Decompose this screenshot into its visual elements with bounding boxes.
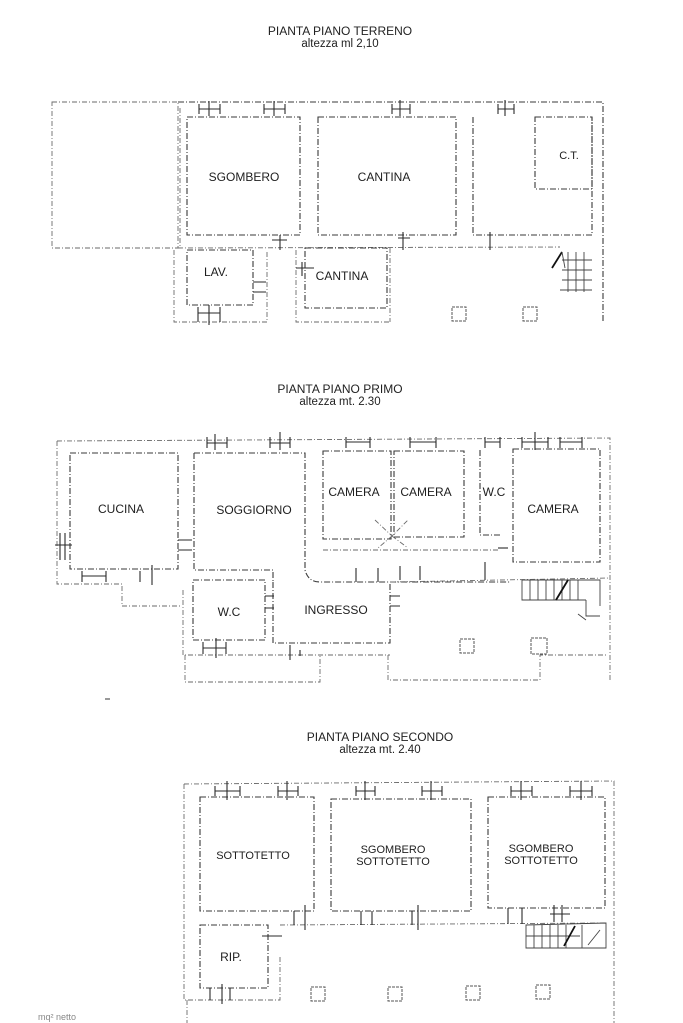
label-sgombero-sottotetto-1-line2: SOTTOTETTO (356, 856, 430, 868)
room-cucina (69, 452, 179, 570)
second-pillar (387, 986, 403, 1002)
first-balcony-left (184, 655, 321, 683)
room-sgombero (186, 116, 301, 236)
label-ct: C.T. (559, 150, 579, 162)
second-floor-title-block: PIANTA PIANO SECONDO altezza mt. 2.40 (280, 731, 480, 757)
first-pillar (530, 637, 548, 655)
second-floor-plan: SOTTOTETTO SGOMBERO SOTTOTETTO SGOMBERO … (183, 780, 615, 1023)
room-camera-3 (512, 448, 601, 563)
first-floor-title-block: PIANTA PIANO PRIMO altezza mt. 2.30 (240, 383, 440, 409)
room-right (472, 117, 593, 236)
room-sgombero-sottotetto-1 (330, 798, 472, 912)
label-sgombero-sottotetto-1-line1: SGOMBERO (361, 844, 426, 856)
lav-outer (173, 250, 268, 323)
room-rip (199, 924, 269, 989)
label-wc-left: W.C (218, 605, 241, 619)
room-wc-left (192, 579, 266, 641)
soggiorno-left (193, 453, 274, 582)
first-pillar (459, 638, 475, 654)
first-floor-plan: CUCINA SOGGIORNO CAMERA CAMERA W.C CAMER… (55, 432, 611, 700)
room-cantina-2 (304, 247, 388, 309)
room-wc-right (479, 450, 500, 536)
label-sgombero-sottotetto-2-line2: SOTTOTETTO (504, 855, 578, 867)
first-stairs-icon (521, 579, 601, 621)
first-windows (55, 432, 583, 660)
ground-annex-outline (51, 101, 179, 249)
room-ingresso (272, 582, 391, 644)
label-sgombero: SGOMBERO (209, 170, 280, 184)
first-outer-left (56, 441, 182, 607)
cantina-2-outer (295, 250, 390, 323)
second-corridor-wall (279, 922, 606, 926)
ground-floor-title: PIANTA PIANO TERRENO (267, 24, 413, 38)
label-wc-right: W.C (483, 485, 506, 499)
label-cantina-1: CANTINA (358, 170, 411, 184)
first-terrace (387, 654, 608, 681)
label-ingresso: INGRESSO (304, 603, 367, 617)
stray-mark (105, 698, 110, 700)
first-floor-title: PIANTA PIANO PRIMO (277, 382, 403, 396)
first-hall-wall-2 (389, 577, 611, 583)
second-stairs-icon (525, 922, 607, 949)
second-pillar (465, 985, 481, 1001)
ground-outer-wall (178, 101, 604, 322)
room-sottotetto (199, 796, 315, 912)
label-cantina-2: CANTINA (316, 269, 369, 283)
room-camera-2 (393, 450, 465, 538)
door-swing (374, 519, 409, 549)
label-rip: RIP. (220, 950, 242, 964)
first-outer-wall (56, 437, 611, 680)
room-cantina-1 (317, 116, 457, 236)
ground-windows (197, 100, 515, 325)
label-cucina: CUCINA (98, 502, 144, 516)
ingresso-outer (182, 590, 390, 656)
second-floor-height: altezza mt. 2.40 (339, 744, 421, 756)
room-ct (534, 116, 593, 190)
label-soggiorno: SOGGIORNO (216, 503, 291, 517)
room-camera-1 (322, 450, 392, 540)
first-floor-height: altezza mt. 2.30 (299, 396, 381, 408)
footer-note: mq² netto (38, 1012, 77, 1022)
second-pillar (310, 986, 326, 1002)
ground-stairs-icon (551, 251, 592, 292)
second-outer-wall (183, 780, 615, 1023)
ground-floor-title-block: PIANTA PIANO TERRENO altezza ml 2,10 (230, 25, 450, 51)
label-camera-2: CAMERA (400, 485, 451, 499)
label-camera-3: CAMERA (527, 502, 578, 516)
room-lav (186, 249, 254, 306)
label-lav: LAV. (204, 265, 228, 279)
ground-floor-height: altezza ml 2,10 (301, 38, 379, 50)
room-sgombero-sottotetto-2 (487, 796, 606, 909)
room-soggiorno (194, 452, 510, 583)
ground-pillar (522, 306, 538, 322)
ground-pillar (451, 306, 467, 322)
second-pillar (535, 984, 551, 1000)
label-sottotetto: SOTTOTETTO (216, 850, 290, 862)
label-camera-1: CAMERA (328, 485, 379, 499)
second-outer-left (183, 784, 281, 1001)
label-sgombero-sottotetto-2-line1: SGOMBERO (509, 843, 574, 855)
second-windows (209, 781, 593, 1004)
second-floor-title: PIANTA PIANO SECONDO (306, 730, 454, 744)
ground-floor-plan: SGOMBERO CANTINA C.T. LAV. CANTINA (51, 100, 604, 325)
